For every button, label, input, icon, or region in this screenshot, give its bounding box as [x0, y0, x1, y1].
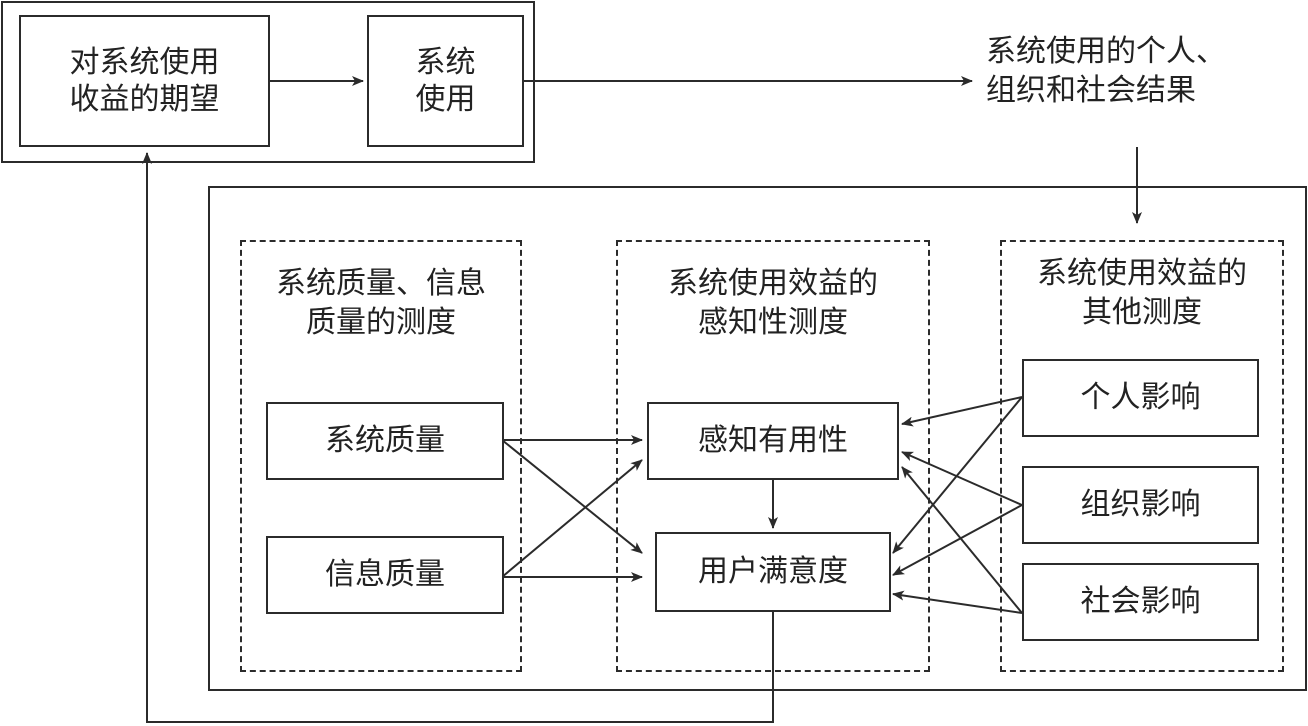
group-other-measure	[1000, 240, 1284, 672]
arrow-ind-to-pu	[901, 396, 1023, 427]
outcome-label: 系统使用的个人、 组织和社会结果	[986, 34, 1226, 108]
user-satisfaction-box: 用户满意度	[655, 532, 891, 612]
expectation-box: 对系统使用 收益的期望	[19, 15, 270, 147]
perceived-usefulness-box: 感知有用性	[647, 402, 899, 480]
group-quality-measure	[240, 240, 522, 672]
top-outer-frame	[1, 1, 535, 163]
measurement-outer-frame	[208, 186, 1307, 691]
individual-impact-box: 个人影响	[1022, 359, 1259, 437]
group-perceived-measure	[616, 240, 930, 672]
arrow-infoq-to-pu	[501, 459, 643, 578]
arrow-sysq-to-us	[501, 439, 643, 554]
arrow-org-to-pu	[901, 451, 1023, 506]
group-other-title: 系统使用效益的 其他测度	[1037, 256, 1247, 330]
group-perceived-title: 系统使用效益的 感知性测度	[668, 266, 878, 340]
group-quality-title: 系统质量、信息 质量的测度	[276, 266, 486, 340]
arrow-soc-to-pu	[901, 466, 1023, 614]
social-impact-box: 社会影响	[1022, 563, 1259, 641]
org-impact-box: 组织影响	[1022, 466, 1259, 544]
system-quality-box: 系统质量	[266, 402, 504, 480]
usage-box: 系统 使用	[367, 15, 524, 147]
arrow-feedback-loop	[142, 152, 774, 723]
info-quality-box: 信息质量	[266, 536, 504, 614]
